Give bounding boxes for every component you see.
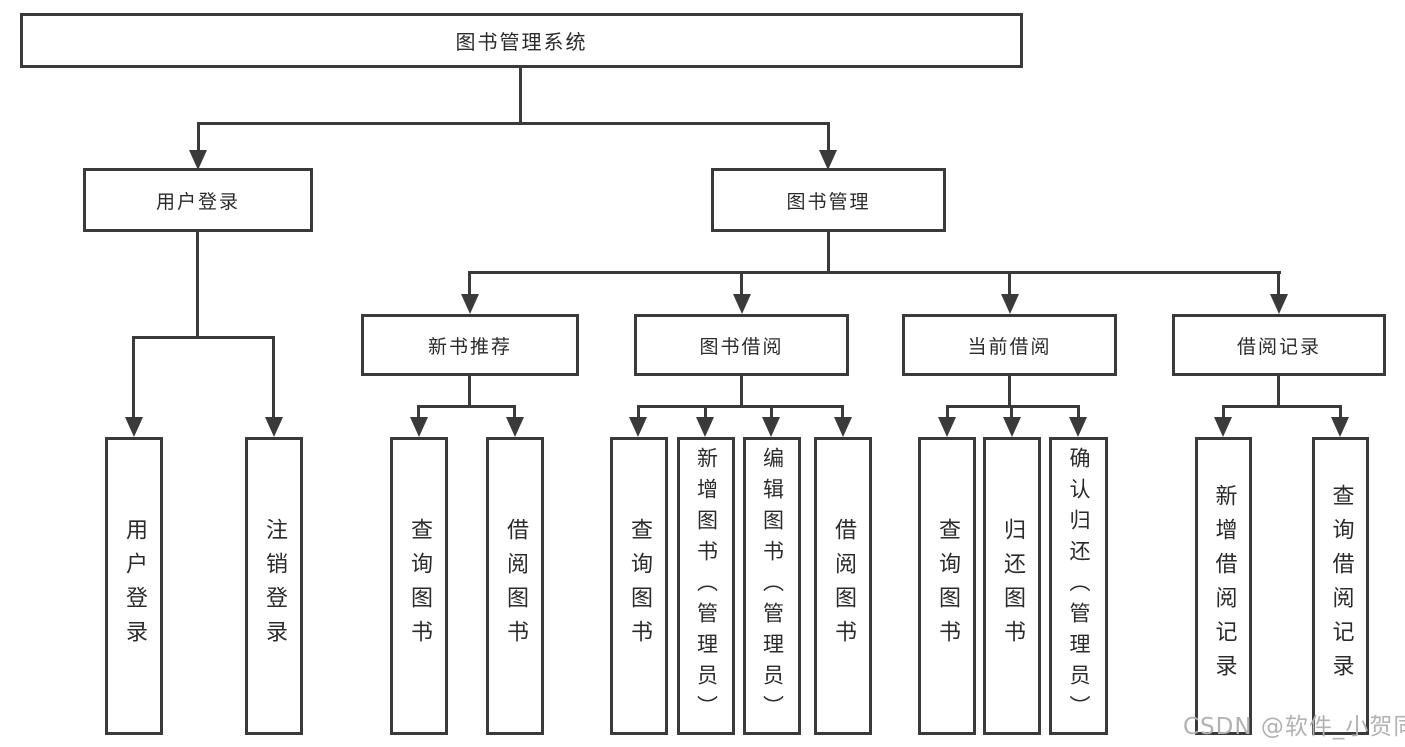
connector-bar [1222,405,1342,408]
leaf-user-login: 用户登录 [105,437,163,735]
leaf-label: 新增借阅记录 [1211,484,1237,688]
node-label: 图书借阅 [699,335,784,358]
node-label: 图书管理系统 [455,30,588,54]
arrowhead-down-icon [762,417,780,437]
arrowhead-down-icon [410,417,428,437]
connector-drop [1077,405,1080,419]
node-label: 用户登录 [155,190,240,213]
leaf-return-books: 归还图书 [983,437,1041,735]
leaf-query-books-borrowing: 查询图书 [610,437,668,735]
leaf-query-books-current: 查询图书 [918,437,976,735]
leaf-label: 归还图书 [1000,518,1025,654]
arrowhead-down-icon [506,417,524,437]
leaf-label: 查询图书 [935,518,960,654]
node-label: 借阅记录 [1236,335,1321,358]
leaf-query-borrow-record: 查询借阅记录 [1312,437,1369,735]
leaf-label: 用户登录 [122,518,147,654]
arrowhead-down-icon [189,150,207,170]
connector-drop [468,271,471,296]
arrowhead-down-icon [629,417,647,437]
leaf-edit-books-admin: 编辑图书（管理员） [743,437,801,735]
connector-drop [770,405,773,419]
connector-drop [1222,405,1225,419]
node-new-book-recommendation: 新书推荐 [361,314,579,376]
connector-drop [272,336,275,418]
connector-drop [740,271,743,296]
node-label: 新书推荐 [427,335,512,358]
node-user-login: 用户登录 [83,168,313,232]
arrowhead-down-icon [1214,417,1232,437]
connector-drop [946,405,949,419]
arrowhead-down-icon [696,417,714,437]
leaf-label: 查询借阅记录 [1328,484,1354,688]
node-library-management-system: 图书管理系统 [20,13,1023,68]
connector-stem [468,374,471,407]
leaf-confirm-return-admin: 确认归还（管理员） [1049,437,1108,735]
arrowhead-down-icon [125,417,143,437]
leaf-label: 确认归还（管理员） [1067,446,1091,726]
arrowhead-down-icon [733,294,751,314]
connector-drop [513,405,516,419]
connector-drop [704,405,707,419]
leaf-label: 编辑图书（管理员） [760,446,785,726]
connector-drop [637,405,640,419]
arrowhead-down-icon [1001,294,1019,314]
arrowhead-down-icon [938,417,956,437]
connector-drop [132,336,135,418]
connector-drop [1008,271,1011,296]
connector-drop [827,122,830,152]
leaf-label: 查询图书 [407,518,432,654]
arrowhead-down-icon [1270,294,1288,314]
node-book-borrowing: 图书借阅 [634,314,849,376]
connector-root-bar [197,122,830,125]
watermark: CSDN @软件_小贺同学 [1183,714,1405,740]
connector-user-login-stem [196,232,199,338]
leaf-label: 注销登录 [262,518,287,654]
arrowhead-down-icon [461,294,479,314]
arrowhead-down-icon [1331,417,1349,437]
leaf-add-books-admin: 新增图书（管理员） [677,437,735,735]
connector-drop [841,405,844,419]
leaf-label: 借阅图书 [831,518,856,654]
arrowhead-down-icon [1069,417,1087,437]
connector-stem [740,374,743,407]
node-label: 当前借阅 [967,335,1052,358]
connector-drop [197,122,200,152]
leaf-label: 新增图书（管理员） [694,446,719,726]
connector-drop [417,405,420,419]
connector-root-stem [519,68,522,124]
connector-book-mgmt-stem [827,232,830,273]
connector-stem [1008,374,1011,407]
arrowhead-down-icon [819,150,837,170]
node-current-borrowing: 当前借阅 [902,314,1117,376]
leaf-logout: 注销登录 [245,437,303,735]
connector-stem [1277,374,1280,407]
connector-bar [417,405,516,408]
leaf-add-borrow-record: 新增借阅记录 [1195,437,1252,735]
node-book-management: 图书管理 [711,168,946,232]
connector-user-login-bar [132,336,275,339]
node-label: 图书管理 [786,190,871,213]
connector-drop [1339,405,1342,419]
leaf-borrow-books-recommend: 借阅图书 [486,437,544,735]
arrowhead-down-icon [1003,417,1021,437]
leaf-query-books-recommend: 查询图书 [390,437,448,735]
leaf-borrow-books-borrowing: 借阅图书 [814,437,872,735]
arrowhead-down-icon [834,417,852,437]
connector-book-mgmt-bar [468,271,1281,274]
arrowhead-down-icon [265,417,283,437]
connector-drop [1277,271,1280,296]
node-borrowing-records: 借阅记录 [1172,314,1386,376]
leaf-label: 借阅图书 [503,518,528,654]
connector-bar [637,405,844,408]
leaf-label: 查询图书 [627,518,652,654]
connector-bar [946,405,1080,408]
connector-drop [1010,405,1013,419]
